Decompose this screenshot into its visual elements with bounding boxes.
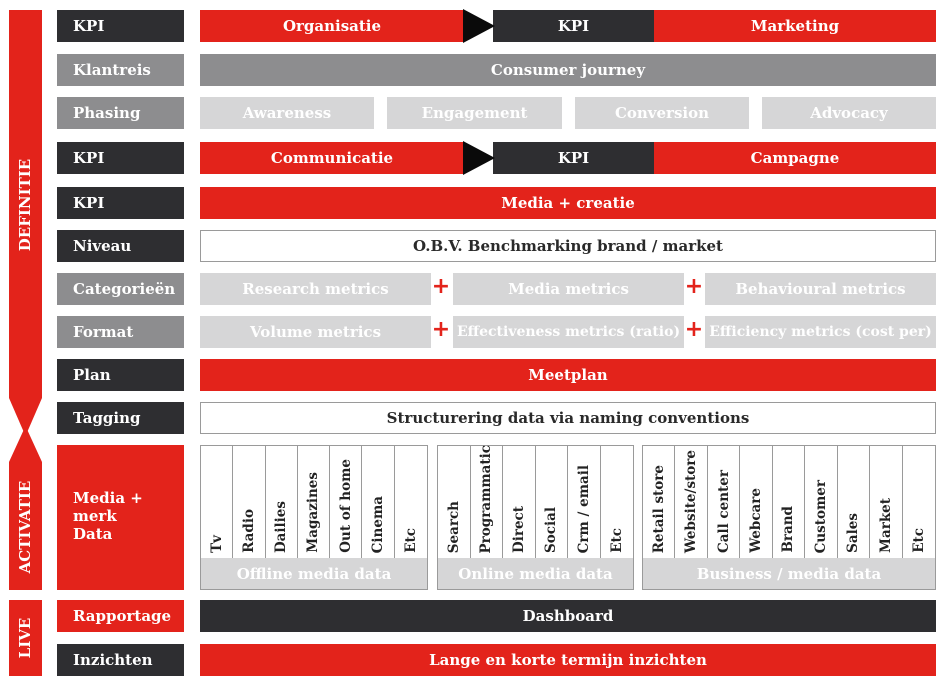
side-bar-activatie xyxy=(9,426,42,590)
media-column-label: Radio xyxy=(240,509,257,553)
structurering-data: Structurering data via naming convention… xyxy=(200,402,936,434)
media-column: Social xyxy=(536,446,568,559)
kpi-communicatie: Communicatie xyxy=(200,142,464,174)
row-label-inzichten: Inzichten xyxy=(57,644,184,676)
media-column: Magazines xyxy=(298,446,331,559)
arrow-right-icon xyxy=(463,9,495,43)
media-column-label: Etc xyxy=(608,528,625,553)
media-column-label: Crm / email xyxy=(575,464,592,553)
media-column: Call center xyxy=(708,446,741,559)
side-label-activatie: ACTIVATIE xyxy=(16,480,34,574)
media-column-label: Out of home xyxy=(337,459,354,553)
media-group-offline: Tv Radio Dailies Magazines Out of home Cinema… xyxy=(200,445,428,590)
media-column-label: Search xyxy=(445,500,462,553)
media-column: Radio xyxy=(233,446,266,559)
media-column: Etc xyxy=(903,446,935,559)
phase-conversion: Conversion xyxy=(575,97,749,129)
media-column-label: Tv xyxy=(208,535,225,553)
media-column-label: Webcare xyxy=(748,488,765,553)
media-column-label: Programmatic xyxy=(478,444,495,553)
phase-advocacy: Advocacy xyxy=(762,97,936,129)
media-column-label: Market xyxy=(877,498,894,553)
meetplan: Meetplan xyxy=(200,359,936,391)
media-column: Customer xyxy=(805,446,838,559)
media-column: Programmatic xyxy=(471,444,503,559)
row-label-format: Format xyxy=(57,316,184,348)
media-column: Dailies xyxy=(266,446,298,559)
benchmarking: O.B.V. Benchmarking brand / market xyxy=(200,230,936,262)
media-column: Website/store xyxy=(675,446,708,559)
media-column: Sales xyxy=(838,446,871,559)
research-metrics: Research metrics xyxy=(200,273,431,305)
media-column: Direct xyxy=(503,446,536,559)
behavioural-metrics: Behavioural metrics xyxy=(705,273,936,305)
row-label-phasing: Phasing xyxy=(57,97,184,129)
effectiveness-metrics: Effectiveness metrics (ratio) xyxy=(453,316,684,348)
volume-metrics: Volume metrics xyxy=(200,316,431,348)
efficiency-metrics: Efficiency metrics (cost per) xyxy=(705,316,936,348)
inzichten-value: Lange en korte termijn inzichten xyxy=(200,644,936,676)
media-group-footer: Online media data xyxy=(438,558,633,589)
media-column: Webcare xyxy=(740,446,773,559)
media-column: Tv xyxy=(201,446,234,559)
row-label-media-merk-data: Media + merk Data xyxy=(57,445,184,590)
media-column-label: Etc xyxy=(402,528,419,553)
side-label-definitie: DEFINITIE xyxy=(16,158,34,252)
plus-icon: + xyxy=(431,274,451,299)
media-metrics: Media metrics xyxy=(453,273,684,305)
media-column: Cinema xyxy=(362,446,395,559)
media-column-label: Customer xyxy=(812,479,829,553)
media-column: Crm / email xyxy=(568,446,601,559)
row-label-kpi: KPI xyxy=(57,10,184,42)
media-column: Etc xyxy=(395,446,427,559)
row-label-klantreis: Klantreis xyxy=(57,54,184,86)
phase-engagement: Engagement xyxy=(387,97,562,129)
media-column-label: Website/store xyxy=(683,449,700,553)
media-column-label: Call center xyxy=(715,469,732,553)
media-column-label: Dailies xyxy=(273,500,290,553)
row-label-tagging: Tagging xyxy=(57,402,184,434)
dashboard: Dashboard xyxy=(200,600,936,632)
media-column-label: Cinema xyxy=(370,495,387,553)
media-group-footer: Business / media data xyxy=(643,558,935,589)
media-column-label: Magazines xyxy=(305,472,322,553)
row-label-kpi: KPI xyxy=(57,142,184,174)
side-label-live: LIVE xyxy=(16,617,34,659)
media-column: Brand xyxy=(773,446,806,559)
media-column: Market xyxy=(870,446,903,559)
media-column: Out of home xyxy=(330,446,363,559)
row-label-rapportage: Rapportage xyxy=(57,600,184,632)
media-column-label: Social xyxy=(543,507,560,553)
plus-icon: + xyxy=(684,274,704,299)
media-group-footer: Offline media data xyxy=(201,558,427,589)
kpi-campagne: Campagne xyxy=(654,142,936,174)
kpi-organisatie: Organisatie xyxy=(200,10,464,42)
media-column-label: Retail store xyxy=(650,464,667,553)
arrow-right-icon xyxy=(463,141,495,175)
row-label-kpi: KPI xyxy=(57,187,184,219)
media-column-label: Brand xyxy=(780,506,797,553)
media-column-label: Etc xyxy=(910,528,927,553)
kpi-center: KPI xyxy=(493,142,654,174)
kpi-center: KPI xyxy=(493,10,654,42)
media-column-label: Direct xyxy=(510,506,527,553)
row-label-niveau: Niveau xyxy=(57,230,184,262)
media-column: Etc xyxy=(601,446,634,559)
side-bar-live xyxy=(9,600,42,676)
media-group-business: Retail store Website/store Call center Webc… xyxy=(642,445,936,590)
consumer-journey: Consumer journey xyxy=(200,54,936,86)
media-column-label: Sales xyxy=(845,513,862,553)
phase-awareness: Awareness xyxy=(200,97,374,129)
row-label-plan: Plan xyxy=(57,359,184,391)
plus-icon: + xyxy=(431,317,451,342)
media-creatie: Media + creatie xyxy=(200,187,936,219)
kpi-marketing: Marketing xyxy=(654,10,936,42)
plus-icon: + xyxy=(684,317,704,342)
row-label-categorieen: Categorieën xyxy=(57,273,184,305)
media-column: Retail store xyxy=(643,446,676,559)
media-column: Search xyxy=(438,446,471,559)
side-bar-definitie xyxy=(9,10,42,436)
